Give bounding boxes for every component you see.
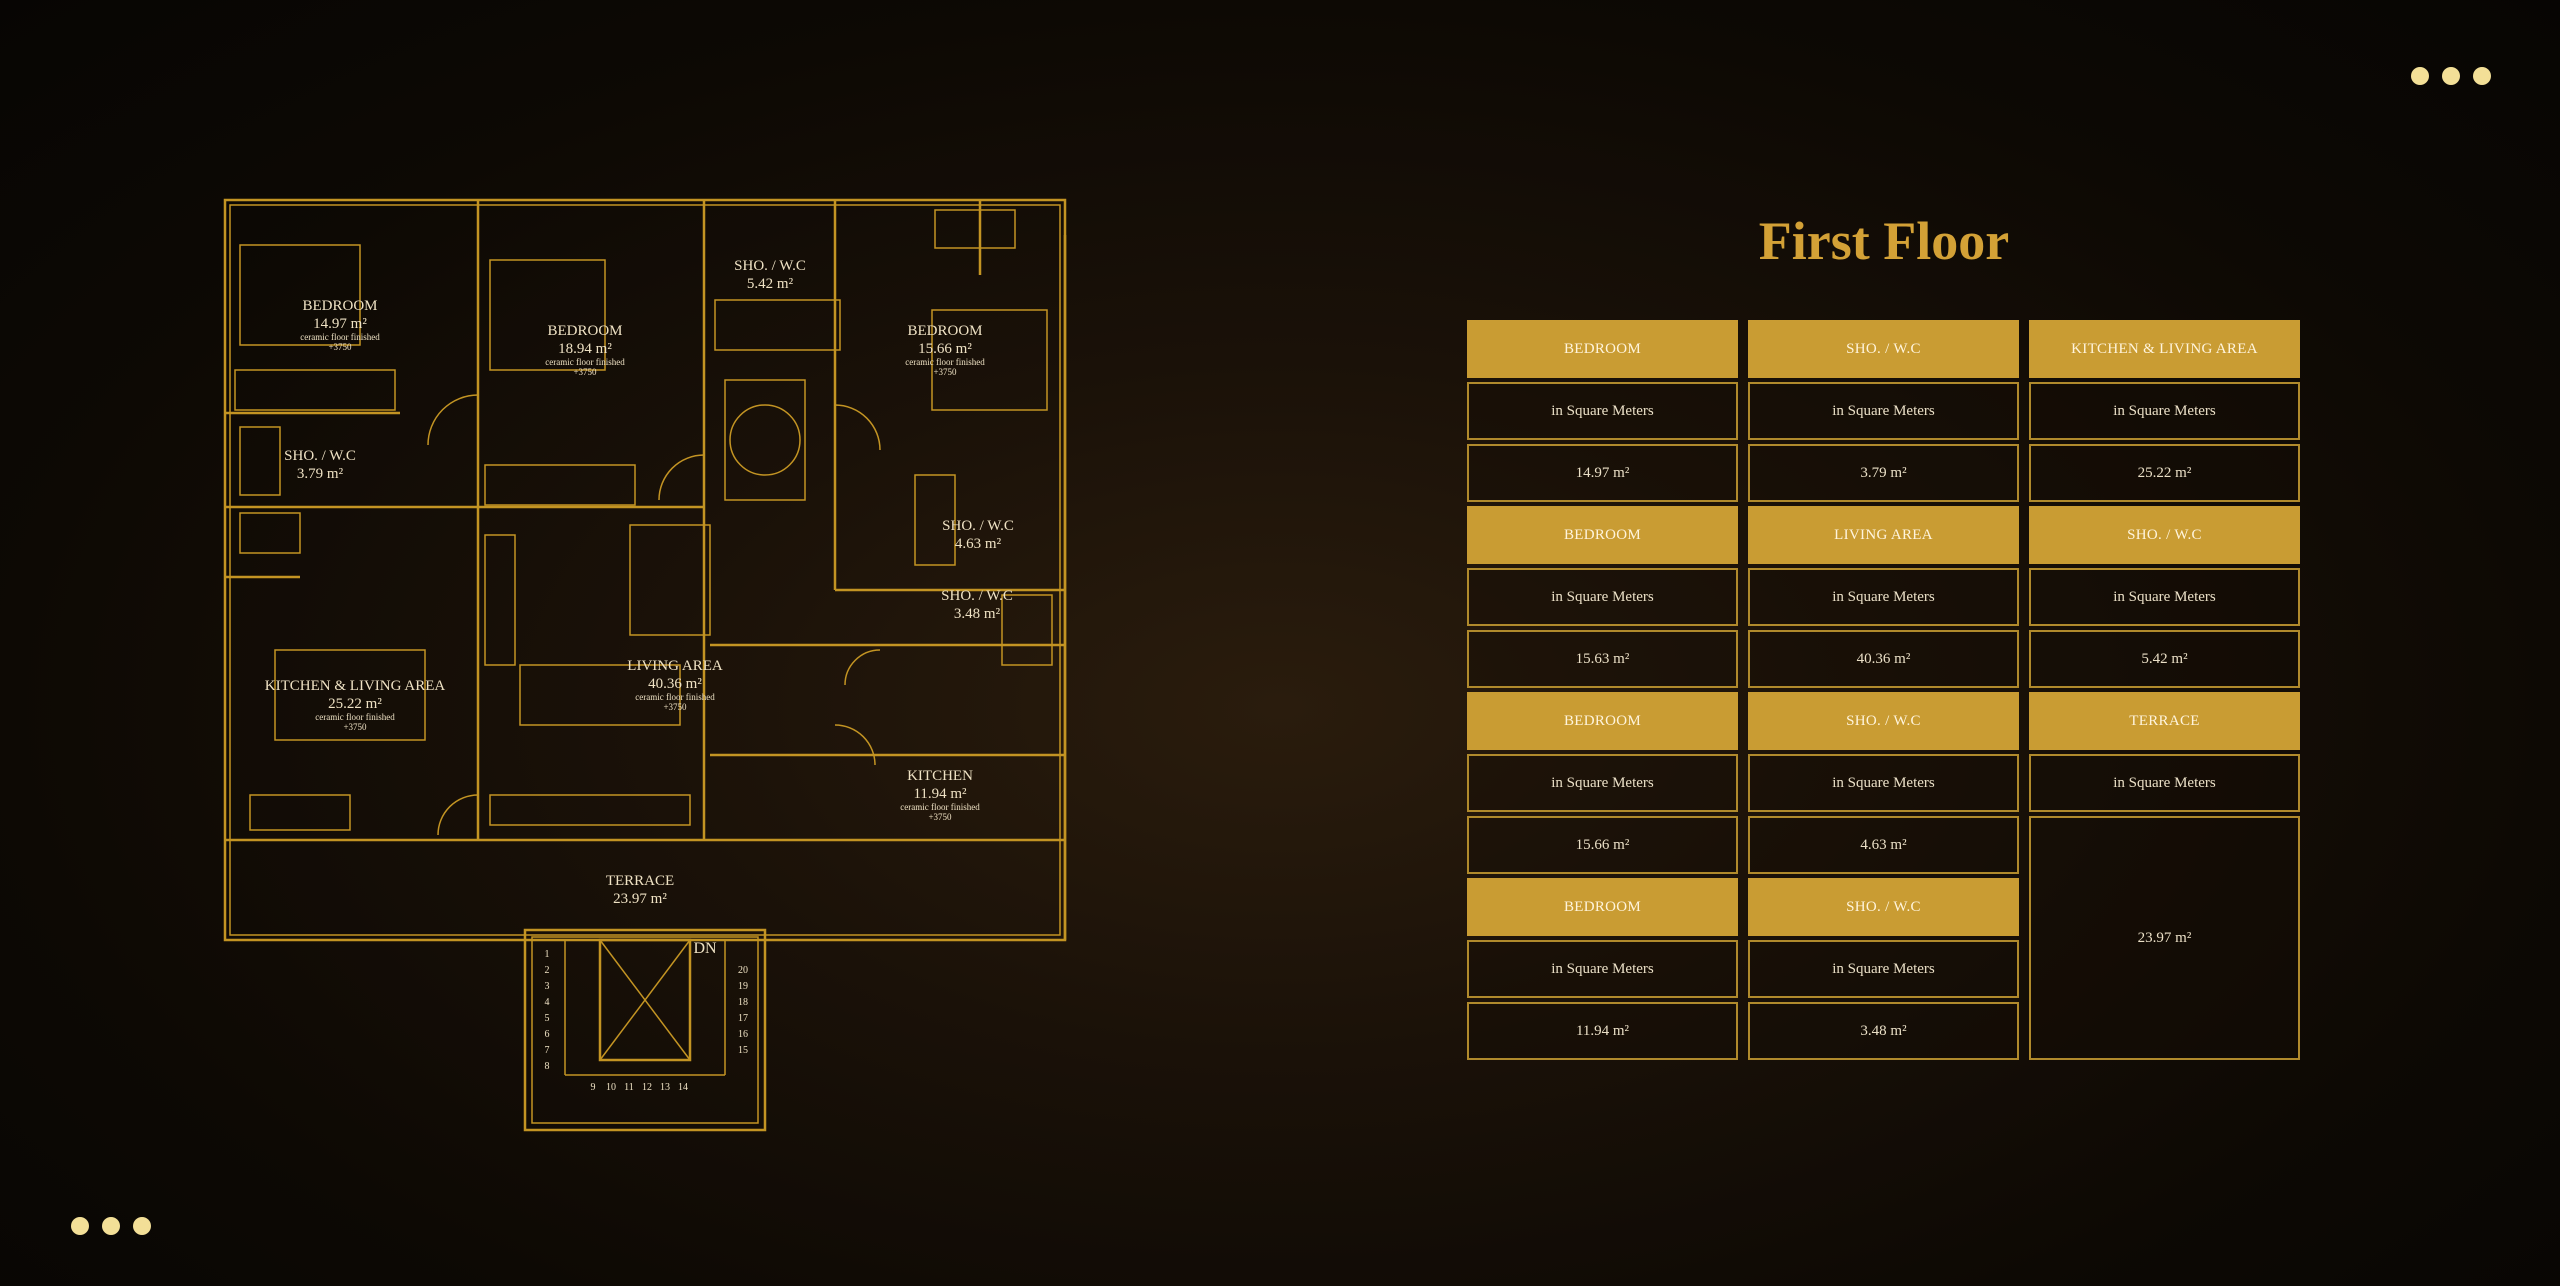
floor-finish-note: ceramic floor finished	[905, 357, 985, 367]
room-header: TERRACE	[2029, 692, 2300, 750]
floor-finish-note: ceramic floor finished	[315, 712, 395, 722]
room-area-value: 23.97 m²	[2029, 816, 2300, 1060]
room-name-label: LIVING AREA	[627, 658, 723, 674]
unit-label: in Square Meters	[1748, 382, 2019, 440]
room-area-label: 5.42 m²	[747, 276, 794, 292]
stair-step-number: 13	[660, 1082, 670, 1093]
room-area-value: 25.22 m²	[2029, 444, 2300, 502]
unit-label: in Square Meters	[1467, 754, 1738, 812]
floor-level-note: +3750	[573, 367, 597, 377]
stair-step-number: 7	[545, 1045, 550, 1056]
decorative-dots-icon	[71, 1217, 151, 1235]
room-name-label: SHO. / W.C	[284, 448, 356, 464]
stair-step-number: 15	[738, 1045, 748, 1056]
room-area-value: 3.48 m²	[1748, 1002, 2019, 1060]
room-area-label: 18.94 m²	[558, 341, 612, 357]
room-name-label: SHO. / W.C	[942, 518, 1014, 534]
room-area-label: 23.97 m²	[613, 891, 667, 907]
stair-step-number: 1	[545, 949, 550, 960]
room-header: KITCHEN & LIVING AREA	[2029, 320, 2300, 378]
page-title: First Floor	[1758, 211, 2010, 271]
floor-finish-note: ceramic floor finished	[300, 332, 380, 342]
stair-step-number: 17	[738, 1013, 748, 1024]
unit-label: in Square Meters	[1467, 568, 1738, 626]
room-area-value: 15.63 m²	[1467, 630, 1738, 688]
floor-finish-note: ceramic floor finished	[900, 802, 980, 812]
room-area-label: 3.48 m²	[954, 606, 1001, 622]
floor-finish-note: ceramic floor finished	[545, 357, 625, 367]
room-area-label: 40.36 m²	[648, 676, 702, 692]
room-area-label: 3.79 m²	[297, 466, 344, 482]
room-name-label: SHO. / W.C	[734, 258, 806, 274]
stair-step-number: 20	[738, 965, 748, 976]
room-header: SHO. / W.C	[1748, 320, 2019, 378]
floor-level-note: +3750	[663, 702, 687, 712]
room-name-label: KITCHEN	[907, 768, 973, 784]
room-header: LIVING AREA	[1748, 506, 2019, 564]
room-name-label: BEDROOM	[907, 323, 982, 339]
floor-finish-note: ceramic floor finished	[635, 692, 715, 702]
room-area-value: 15.66 m²	[1467, 816, 1738, 874]
room-header: SHO. / W.C	[1748, 692, 2019, 750]
stair-step-number: 6	[545, 1029, 550, 1040]
stair-step-number: 12	[642, 1082, 652, 1093]
stair-step-number: 16	[738, 1029, 748, 1040]
room-name-label: KITCHEN & LIVING AREA	[265, 678, 446, 694]
room-area-table: BEDROOM in Square Meters 14.97 m² SHO. /…	[1467, 320, 2300, 1060]
room-area-label: 4.63 m²	[955, 536, 1002, 552]
room-header: BEDROOM	[1467, 320, 1738, 378]
unit-label: in Square Meters	[1748, 754, 2019, 812]
room-header: SHO. / W.C	[1748, 878, 2019, 936]
unit-label: in Square Meters	[1467, 940, 1738, 998]
unit-label: in Square Meters	[1467, 382, 1738, 440]
stair-direction-label: DN	[693, 940, 717, 957]
floor-level-note: +3750	[343, 722, 367, 732]
room-area-value: 11.94 m²	[1467, 1002, 1738, 1060]
room-area-label: 14.97 m²	[313, 316, 367, 332]
room-name-label: TERRACE	[606, 873, 674, 889]
stair-step-number: 5	[545, 1013, 550, 1024]
stair-step-number: 14	[678, 1082, 688, 1093]
unit-label: in Square Meters	[2029, 754, 2300, 812]
floor-level-note: +3750	[933, 367, 957, 377]
floor-level-note: +3750	[328, 342, 352, 352]
menu-dots-icon[interactable]	[2411, 67, 2491, 85]
room-area-value: 14.97 m²	[1467, 444, 1738, 502]
room-area-value: 4.63 m²	[1748, 816, 2019, 874]
stair-step-number: 10	[606, 1082, 616, 1093]
room-header: SHO. / W.C	[2029, 506, 2300, 564]
stair-step-number: 4	[545, 997, 550, 1008]
floor-level-note: +3750	[928, 812, 952, 822]
stair-step-number: 11	[624, 1082, 634, 1093]
stair-step-number: 8	[545, 1061, 550, 1072]
room-area-label: 11.94 m²	[913, 786, 967, 802]
stair-step-number: 9	[591, 1082, 596, 1093]
room-name-label: SHO. / W.C	[941, 588, 1013, 604]
room-name-label: BEDROOM	[547, 323, 622, 339]
room-header: BEDROOM	[1467, 506, 1738, 564]
stair-step-number: 3	[545, 981, 550, 992]
room-area-value: 3.79 m²	[1748, 444, 2019, 502]
room-header: BEDROOM	[1467, 692, 1738, 750]
stair-step-number: 2	[545, 965, 550, 976]
room-area-label: 25.22 m²	[328, 696, 382, 712]
room-name-label: BEDROOM	[302, 298, 377, 314]
room-area-value: 5.42 m²	[2029, 630, 2300, 688]
stair-step-number: 18	[738, 997, 748, 1008]
unit-label: in Square Meters	[2029, 382, 2300, 440]
room-area-label: 15.66 m²	[918, 341, 972, 357]
room-header: BEDROOM	[1467, 878, 1738, 936]
room-area-value: 40.36 m²	[1748, 630, 2019, 688]
stair-step-number: 19	[738, 981, 748, 992]
unit-label: in Square Meters	[1748, 940, 2019, 998]
unit-label: in Square Meters	[2029, 568, 2300, 626]
unit-label: in Square Meters	[1748, 568, 2019, 626]
